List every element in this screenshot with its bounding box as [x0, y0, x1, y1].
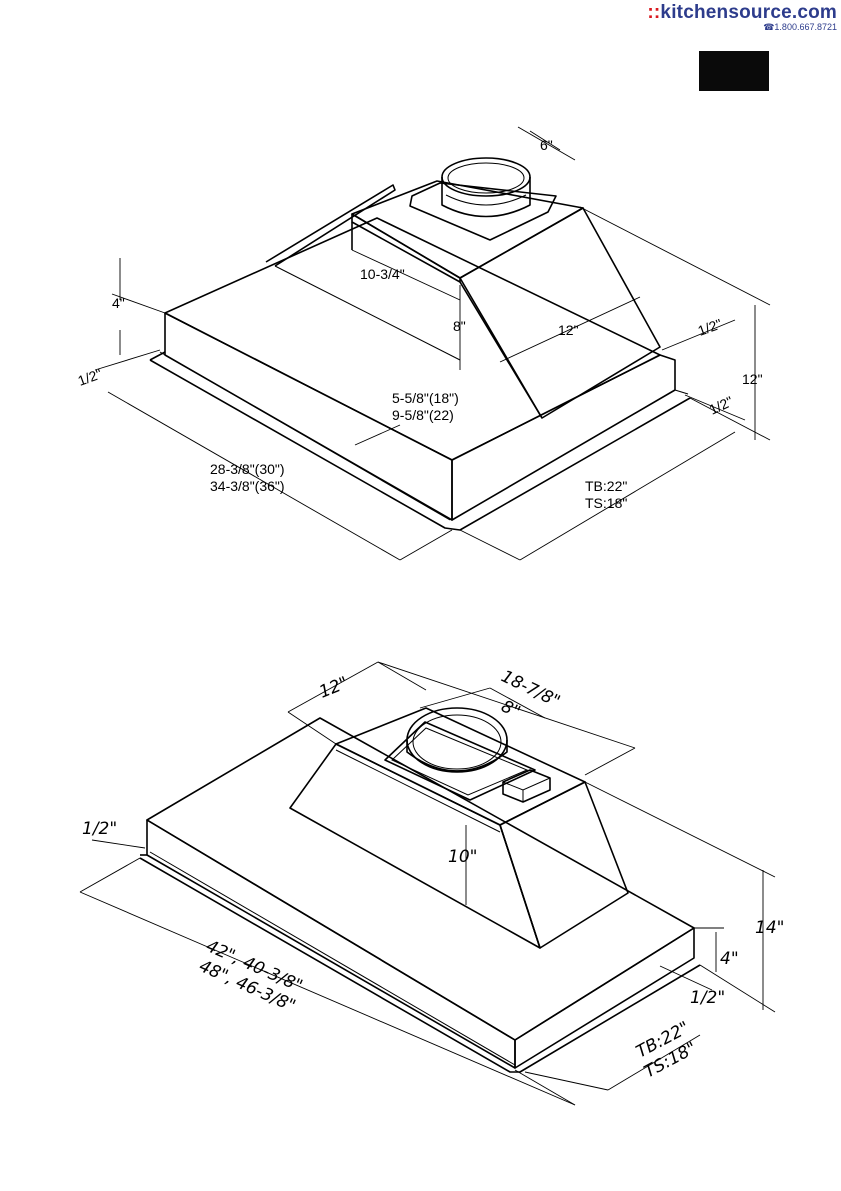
dim1-chimney-width: 12" [558, 322, 579, 338]
diagram-1-dimensions: 6" 10-3/4" 8" 12" 4" 1/2" 1/2" 12" 1/2" … [76, 127, 770, 560]
dim1-duct: 6" [540, 137, 553, 153]
dim1-depth-1: TB:22" [585, 478, 627, 494]
dim2-chimney-height: 10" [448, 847, 477, 867]
dim2-chimney-depth: 12" [316, 673, 351, 703]
dim1-width-1: 28-3/8"(30") [210, 461, 285, 477]
dim1-width-2: 34-3/8"(36") [210, 478, 285, 494]
dim1-depth-2: TS:18" [585, 495, 627, 511]
dim1-lip-right-top: 1/2" [696, 315, 724, 338]
dim1-offset-2: 9-5/8"(22) [392, 407, 454, 423]
dim2-duct: 8" [498, 697, 524, 723]
dim1-total-height: 12" [742, 371, 763, 387]
dim2-hood-height: 4" [720, 949, 739, 969]
dim1-lip-left: 1/2" [76, 365, 104, 388]
diagram-2-hood [140, 708, 700, 1072]
dim2-lip-right: 1/2" [690, 988, 725, 1008]
dim1-chimney-height: 8" [453, 318, 466, 334]
dim1-chimney-depth: 10-3/4" [360, 266, 405, 282]
dim2-lip-left: 1/2" [82, 819, 117, 839]
dim2-total-height: 14" [755, 918, 784, 938]
dim1-offset-1: 5-5/8"(18") [392, 390, 459, 406]
dim1-hood-height: 4" [112, 295, 125, 311]
